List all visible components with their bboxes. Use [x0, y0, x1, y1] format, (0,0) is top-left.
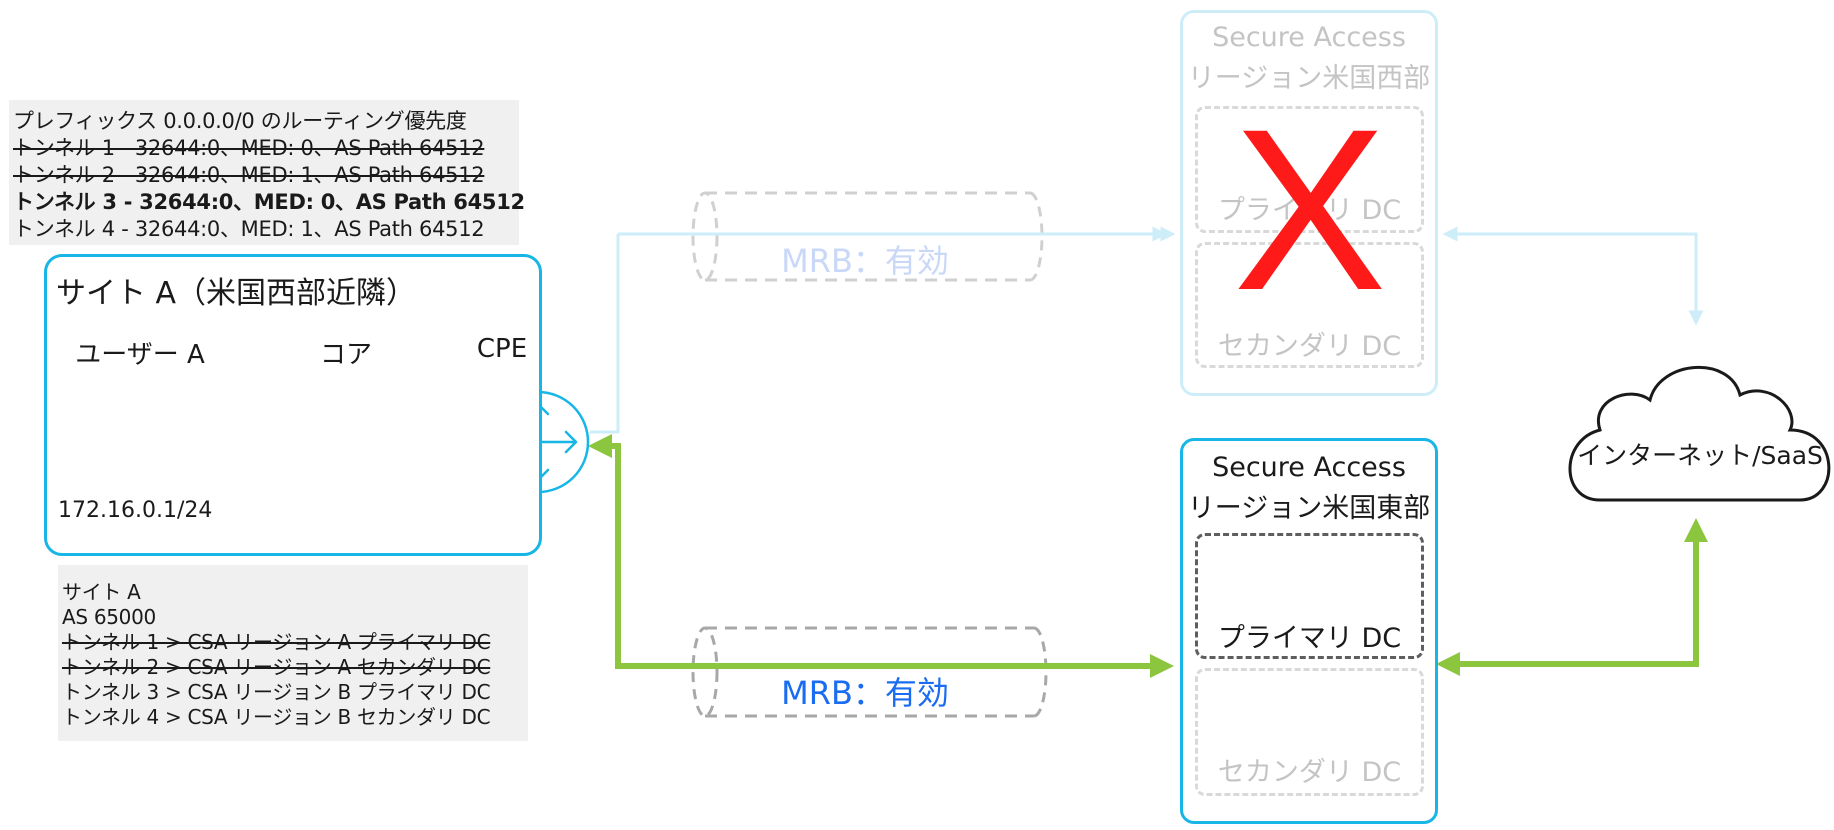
region-west-title-2: リージョン米国西部 [1187, 63, 1431, 94]
path-to-west [590, 234, 1160, 434]
routing-line-1: トンネル 1 - 32644:0、MED: 0、AS Path 64512 [13, 136, 485, 160]
region-east-primary-label: プライマリ DC [1217, 623, 1402, 654]
region-west-title-1: Secure Access [1212, 22, 1406, 53]
routing-line-2: トンネル 2 - 32644:0、MED: 1、AS Path 64512 [13, 163, 485, 187]
tunnel-bottom-label: MRB：有効 [781, 674, 949, 712]
site-info-tunnel-4: トンネル 4 > CSA リージョン B セカンダリ DC [62, 705, 491, 729]
region-west-primary-dc [1195, 106, 1424, 233]
site-info-tunnel-1: トンネル 1 > CSA リージョン A プライマリ DC [62, 630, 491, 654]
tunnel-top-label: MRB：有効 [781, 242, 949, 280]
routing-line-4: トンネル 4 - 32644:0、MED: 1、AS Path 64512 [13, 217, 485, 241]
region-east-title-2: リージョン米国東部 [1187, 493, 1431, 524]
region-east-secondary-dc [1195, 668, 1424, 796]
ip-address: 172.16.0.1/24 [58, 498, 213, 523]
region-east-title-1: Secure Access [1212, 452, 1406, 483]
region-west-secondary-label: セカンダリ DC [1217, 331, 1402, 362]
site-info-tunnel-3: トンネル 3 > CSA リージョン B プライマリ DC [62, 680, 491, 704]
site-info-tunnel-2: トンネル 2 > CSA リージョン A セカンダリ DC [62, 655, 491, 679]
tunnel-top [691, 191, 1044, 282]
site-a-box [44, 254, 542, 556]
region-east-primary-dc [1195, 533, 1424, 659]
cloud-icon [1568, 365, 1831, 502]
region-east-secondary-label: セカンダリ DC [1217, 757, 1402, 788]
region-west-secondary-dc [1195, 242, 1424, 368]
path-east-internet [1436, 518, 1708, 676]
routing-title: プレフィックス 0.0.0.0/0 のルーティング優先度 [13, 109, 467, 133]
user-label: ユーザー A [75, 340, 205, 370]
site-info-name: サイト A [62, 580, 141, 604]
path-west-internet [1442, 226, 1704, 326]
routing-line-3: トンネル 3 - 32644:0、MED: 0、AS Path 64512 [13, 190, 525, 214]
routing-priority-panel: プレフィックス 0.0.0.0/0 のルーティング優先度 トンネル 1 - 32… [9, 100, 525, 245]
cpe-label: CPE [476, 334, 528, 364]
region-west-primary-label: プライマリ DC [1217, 195, 1402, 226]
path-to-east [588, 434, 1174, 678]
site-info-as: AS 65000 [62, 605, 156, 629]
site-title: サイト A（米国西部近隣） [56, 276, 417, 311]
site-info-panel: サイト A AS 65000 トンネル 1 > CSA リージョン A プライマ… [58, 565, 528, 741]
region-east-box [1180, 438, 1438, 824]
failure-x-mark: X [1233, 81, 1387, 338]
region-west-box [1180, 10, 1438, 396]
internet-label: インターネット/SaaS [1577, 441, 1823, 470]
core-label: コア [319, 340, 372, 370]
